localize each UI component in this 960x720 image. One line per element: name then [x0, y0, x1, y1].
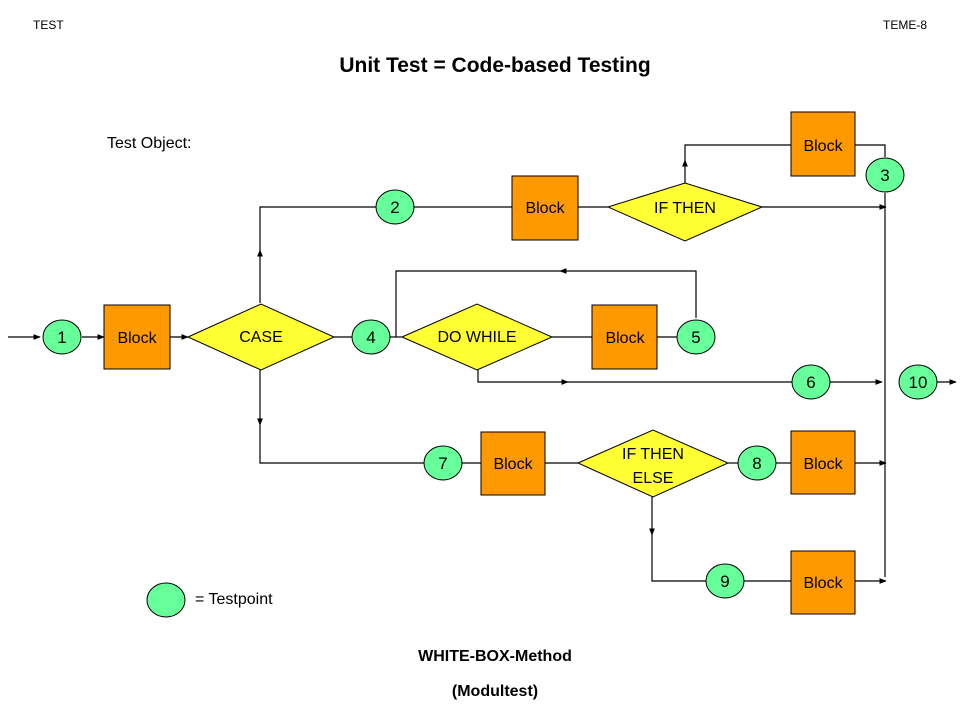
block-upper — [511, 175, 579, 241]
footer-method: WHITE-BOX-Method — [418, 648, 572, 665]
connector — [651, 535, 706, 582]
testpoint-1 — [42, 319, 82, 355]
block-lower — [480, 431, 546, 496]
connector — [395, 270, 560, 337]
block-upper-label: Block — [525, 200, 565, 217]
page-title: Unit Test = Code-based Testing — [339, 54, 651, 77]
decision-if-then-else-label-1: IF THEN — [622, 446, 684, 463]
testpoint-8-label: 8 — [752, 454, 761, 473]
header-left: TEST — [33, 18, 64, 32]
testpoint-1-label: 1 — [57, 328, 66, 347]
connector — [559, 268, 697, 318]
testpoint-7-label: 7 — [438, 454, 447, 473]
connectors — [8, 144, 957, 584]
testpoint-10-label: 10 — [909, 373, 928, 392]
legend-label: = Testpoint — [195, 591, 273, 608]
block-else-label: Block — [803, 575, 843, 592]
decision-do-while — [400, 303, 554, 371]
block-if-then-true-label: Block — [803, 138, 843, 155]
header-right: TEME-8 — [882, 18, 927, 32]
block-loop-body — [591, 304, 658, 370]
testpoint-3-label: 3 — [880, 166, 889, 185]
testpoint-2 — [375, 189, 415, 225]
decision-case — [186, 303, 336, 371]
decision-if-then — [606, 182, 764, 242]
block-then-label: Block — [803, 456, 843, 473]
testpoint-9 — [705, 563, 745, 599]
testpoint-2-label: 2 — [390, 198, 399, 217]
block-lower-label: Block — [493, 456, 533, 473]
block-then — [790, 430, 856, 495]
legend-testpoint-swatch — [146, 582, 186, 618]
connector — [259, 206, 376, 250]
testpoint-8 — [737, 445, 777, 481]
testpoint-3 — [865, 157, 905, 193]
block-loop-body-label: Block — [605, 330, 645, 347]
decision-if-then-label: IF THEN — [654, 200, 716, 217]
block-if-then-true — [790, 111, 856, 177]
connector — [259, 425, 424, 464]
block-entry — [103, 304, 171, 370]
testpoint-4-label: 4 — [366, 328, 375, 347]
testpoint-5-label: 5 — [691, 328, 700, 347]
block-entry-label: Block — [117, 330, 157, 347]
connector — [684, 144, 791, 160]
decision-case-label: CASE — [239, 329, 283, 346]
connector — [477, 368, 569, 385]
testpoint-10 — [898, 364, 938, 400]
testpoint-6 — [791, 364, 831, 400]
testpoint-4 — [351, 319, 391, 355]
test-object-label: Test Object: — [107, 135, 192, 152]
decision-if-then-else-label-2: ELSE — [633, 470, 674, 487]
decision-if-then-else — [576, 429, 730, 498]
testpoint-7 — [423, 445, 463, 481]
connector — [855, 144, 886, 157]
testpoint-6-label: 6 — [806, 373, 815, 392]
decision-do-while-label: DO WHILE — [437, 329, 516, 346]
testpoint-9-label: 9 — [720, 572, 729, 591]
testpoint-5 — [676, 319, 716, 355]
block-else — [790, 550, 856, 615]
footer-subtitle: (Modultest) — [451, 683, 539, 700]
